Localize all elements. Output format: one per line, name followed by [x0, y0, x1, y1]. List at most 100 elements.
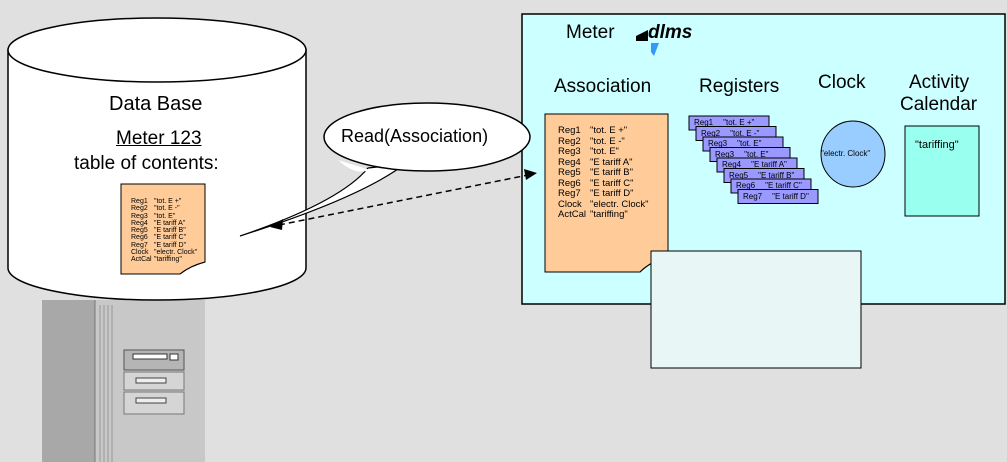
association-row: Reg5 "E tariff B"	[558, 167, 633, 179]
database-toc-value: "E tariff D"	[154, 241, 187, 249]
database-title: Data Base	[109, 93, 203, 115]
register-value: "tot. E"	[737, 139, 762, 148]
clock-text: "electr. Clock"	[821, 149, 871, 158]
database-toc-row: Reg7 "E tariff D"	[131, 241, 186, 249]
register-key: Reg4	[722, 160, 742, 169]
database-cylinder	[7, 17, 307, 301]
association-value: "electr. Clock"	[590, 198, 649, 210]
register-value: "E tariff C"	[765, 181, 802, 190]
register-value: "tot. E +"	[723, 118, 755, 127]
association-row: ActCal "tariffing"	[558, 209, 628, 221]
association-row: Reg3 "tot. E"	[558, 146, 619, 158]
database-toc-row: Reg4 "E tariff A"	[131, 219, 185, 227]
register-card-label: Reg6 "E tariff C"	[736, 181, 802, 191]
database-toc-key: Reg5	[131, 227, 148, 235]
register-card-label: Reg7 "E tariff D"	[743, 192, 809, 202]
database-toc-key: Reg7	[131, 241, 148, 249]
register-card-label: Reg3"tot. E"	[715, 150, 768, 160]
database-toc-row: Clock "electr. Clock"	[131, 249, 197, 257]
database-toc-value: "tot. E -"	[154, 205, 180, 213]
association-key: Reg3	[558, 146, 581, 157]
dlms-logo-icon	[636, 30, 659, 56]
server-tower-icon	[42, 300, 205, 462]
association-key: Clock	[558, 198, 582, 210]
association-value: "tot. E -"	[590, 135, 625, 147]
register-key: Reg1	[694, 118, 714, 127]
association-heading: Association	[554, 76, 652, 97]
database-toc-value: "electr. Clock"	[154, 249, 198, 257]
registers-heading: Registers	[699, 76, 780, 97]
register-card-label: Reg1 "tot. E +"	[694, 118, 754, 128]
association-value: "tariffing"	[590, 209, 628, 220]
register-stack	[688, 115, 819, 204]
association-value: "E tariff A"	[590, 156, 633, 168]
register-card	[737, 189, 819, 204]
database-toc-row: ActCal"tariffing"	[131, 256, 182, 264]
register-card-label: Reg2 "tot. E -"	[701, 129, 759, 139]
activity-calendar-note	[904, 125, 980, 217]
register-card-label: Reg4 "E tariff A"	[722, 160, 787, 170]
database-toc-row: Reg2 "tot. E -"	[131, 205, 180, 213]
database-toc-key: Reg4	[131, 219, 148, 227]
activity-heading-line1: Activity	[909, 72, 970, 93]
activity-text: "tariffing"	[915, 139, 959, 151]
association-value: "E tariff B"	[590, 167, 634, 178]
database-toc-value: "tot. E +"	[154, 198, 182, 205]
association-key: Reg6	[558, 177, 581, 189]
database-toc-value: "E tariff A"	[154, 219, 186, 227]
meter-title: Meter	[566, 22, 615, 43]
association-key: Reg2	[558, 135, 581, 147]
association-row: Reg7 "E tariff D"	[558, 188, 634, 200]
database-toc-key: Reg1	[131, 198, 148, 205]
database-toc-value: "tariffing"	[154, 256, 182, 264]
association-row: Reg2 "tot. E -"	[558, 135, 625, 148]
association-row: Reg4 "E tariff A"	[558, 156, 632, 169]
register-value: "E tariff B"	[758, 170, 795, 180]
database-toc-value: "tot. E"	[154, 212, 176, 220]
register-key: Reg2	[701, 128, 721, 138]
association-key: ActCal	[558, 209, 586, 220]
association-list: Reg1"tot. E +"Reg2 "tot. E -" Reg3 "tot. E"…	[558, 125, 648, 221]
association-row: Clock "electr. Clock"	[558, 198, 648, 211]
database-toc-row: Reg6 "E tariff C"	[131, 234, 186, 242]
database-toc-key: ActCal	[131, 256, 152, 264]
register-key: Reg5	[729, 170, 749, 180]
clock-heading: Clock	[818, 72, 866, 93]
association-key: Reg1	[558, 125, 581, 136]
register-value: "E tariff D"	[772, 191, 809, 201]
read-arrow	[270, 169, 537, 230]
clock-circle	[820, 120, 886, 188]
register-key: Reg6	[736, 181, 756, 190]
database-toc-label: table of contents:	[74, 153, 219, 174]
database-toc-value: "E tariff C"	[154, 234, 187, 242]
register-value: "E tariff A"	[751, 160, 787, 169]
database-toc-value: "E tariff B"	[154, 227, 186, 235]
association-row: Reg6 "E tariff C"	[558, 177, 634, 190]
association-key: Reg5	[558, 167, 581, 178]
database-toc-list: Reg1 "tot. E +" Reg2 "tot. E -" Reg3 "tot. E"…	[131, 198, 197, 264]
association-value: "E tariff D"	[590, 188, 634, 199]
database-toc-key: Clock	[131, 249, 149, 257]
database-toc-row: Reg1 "tot. E +"	[131, 198, 181, 205]
database-toc-row: Reg5 "E tariff B"	[131, 227, 186, 235]
association-value: "tot. E"	[590, 146, 619, 157]
activity-heading-line2: Calendar	[900, 94, 978, 115]
association-key: Reg4	[558, 156, 581, 168]
association-key: Reg7	[558, 188, 581, 199]
association-row: Reg1"tot. E +"	[558, 125, 627, 137]
database-toc-key: Reg6	[131, 234, 148, 242]
database-toc-key: Reg2	[131, 205, 148, 213]
database-meter-name: Meter 123	[116, 128, 202, 149]
database-toc-key: Reg3	[131, 212, 148, 220]
register-key: Reg3	[715, 149, 735, 159]
register-value: "tot. E -"	[730, 128, 760, 138]
read-association-callout	[239, 102, 531, 237]
dlms-logo-text: dlms	[648, 22, 693, 43]
association-value: "E tariff C"	[590, 177, 634, 189]
register-card-label: Reg5 "E tariff B"	[729, 171, 794, 181]
database-toc-row: Reg3 "tot. E"	[131, 212, 175, 220]
callout-text: Read(Association)	[341, 126, 489, 146]
register-key: Reg7	[743, 191, 763, 201]
register-card-label: Reg3"tot. E"	[708, 139, 761, 149]
